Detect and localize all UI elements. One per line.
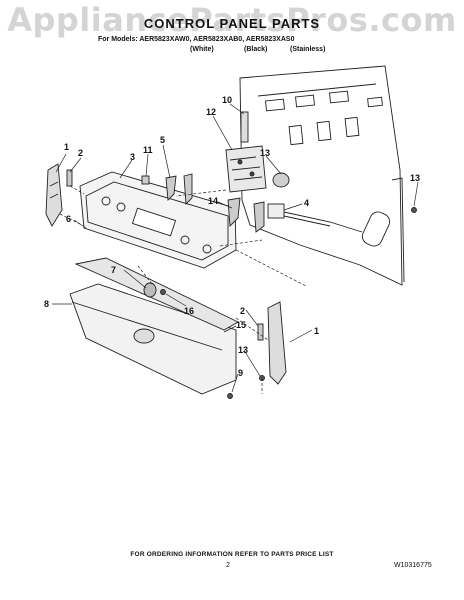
callout-1-top: 1 [64,142,69,152]
end-cap-left-part-1 [45,163,63,227]
variant-white: (White) [190,46,214,53]
callout-4: 4 [304,198,309,208]
callout-12: 12 [206,107,216,117]
callout-1-bottom: 1 [314,326,319,336]
callout-13-right: 13 [410,173,420,183]
callout-7: 7 [111,265,116,275]
page-title: CONTROL PANEL PARTS [143,16,321,31]
harness-part-4 [267,203,363,233]
callout-6: 6 [66,214,71,224]
callout-8: 8 [44,299,49,309]
bracket-part-5 [165,173,193,206]
variant-black: (Black) [244,46,268,53]
callout-15: 15 [236,320,246,330]
ordering-note: FOR ORDERING INFORMATION REFER TO PARTS … [130,551,334,558]
clip-right-part-2 [257,323,264,341]
callout-13-sensor: 13 [260,148,270,158]
callout-13-bottom: 13 [238,345,248,355]
watermark-logo: AppliancePartsPros.com [7,1,457,39]
callout-2-bottom: 2 [240,306,245,316]
rear-panel [239,65,405,286]
trim-strip-part-15 [74,257,239,331]
document-number: W10316775 [394,562,432,569]
screw-part-16 [160,289,166,295]
callout-3: 3 [130,152,135,162]
control-board-part-12 [225,145,267,193]
clip-left-part-2 [66,169,73,187]
bracket-part-10 [240,111,249,143]
screw-part-9 [227,393,233,399]
callout-16: 16 [184,306,194,316]
page-number: 2 [226,562,230,569]
callout-5: 5 [160,135,165,145]
clip-part-11 [141,175,150,185]
lower-panel-part-8 [69,283,237,395]
variant-stainless: (Stainless) [290,46,326,53]
callout-11: 11 [143,145,153,155]
end-cap-right-part-1 [267,301,287,385]
callout-9: 9 [238,368,243,378]
callout-2-top: 2 [78,148,83,158]
callout-10: 10 [222,95,232,105]
control-panel-part-3 [79,171,237,269]
knob-part-7 [143,282,157,298]
callout-14: 14 [208,196,218,206]
sensor-part-13 [272,172,290,188]
screw-part-13-right [411,207,417,213]
models-line: For Models: AER5823XAW0, AER5823XAB0, AE… [98,36,295,43]
bracket-part-14 [227,197,265,233]
